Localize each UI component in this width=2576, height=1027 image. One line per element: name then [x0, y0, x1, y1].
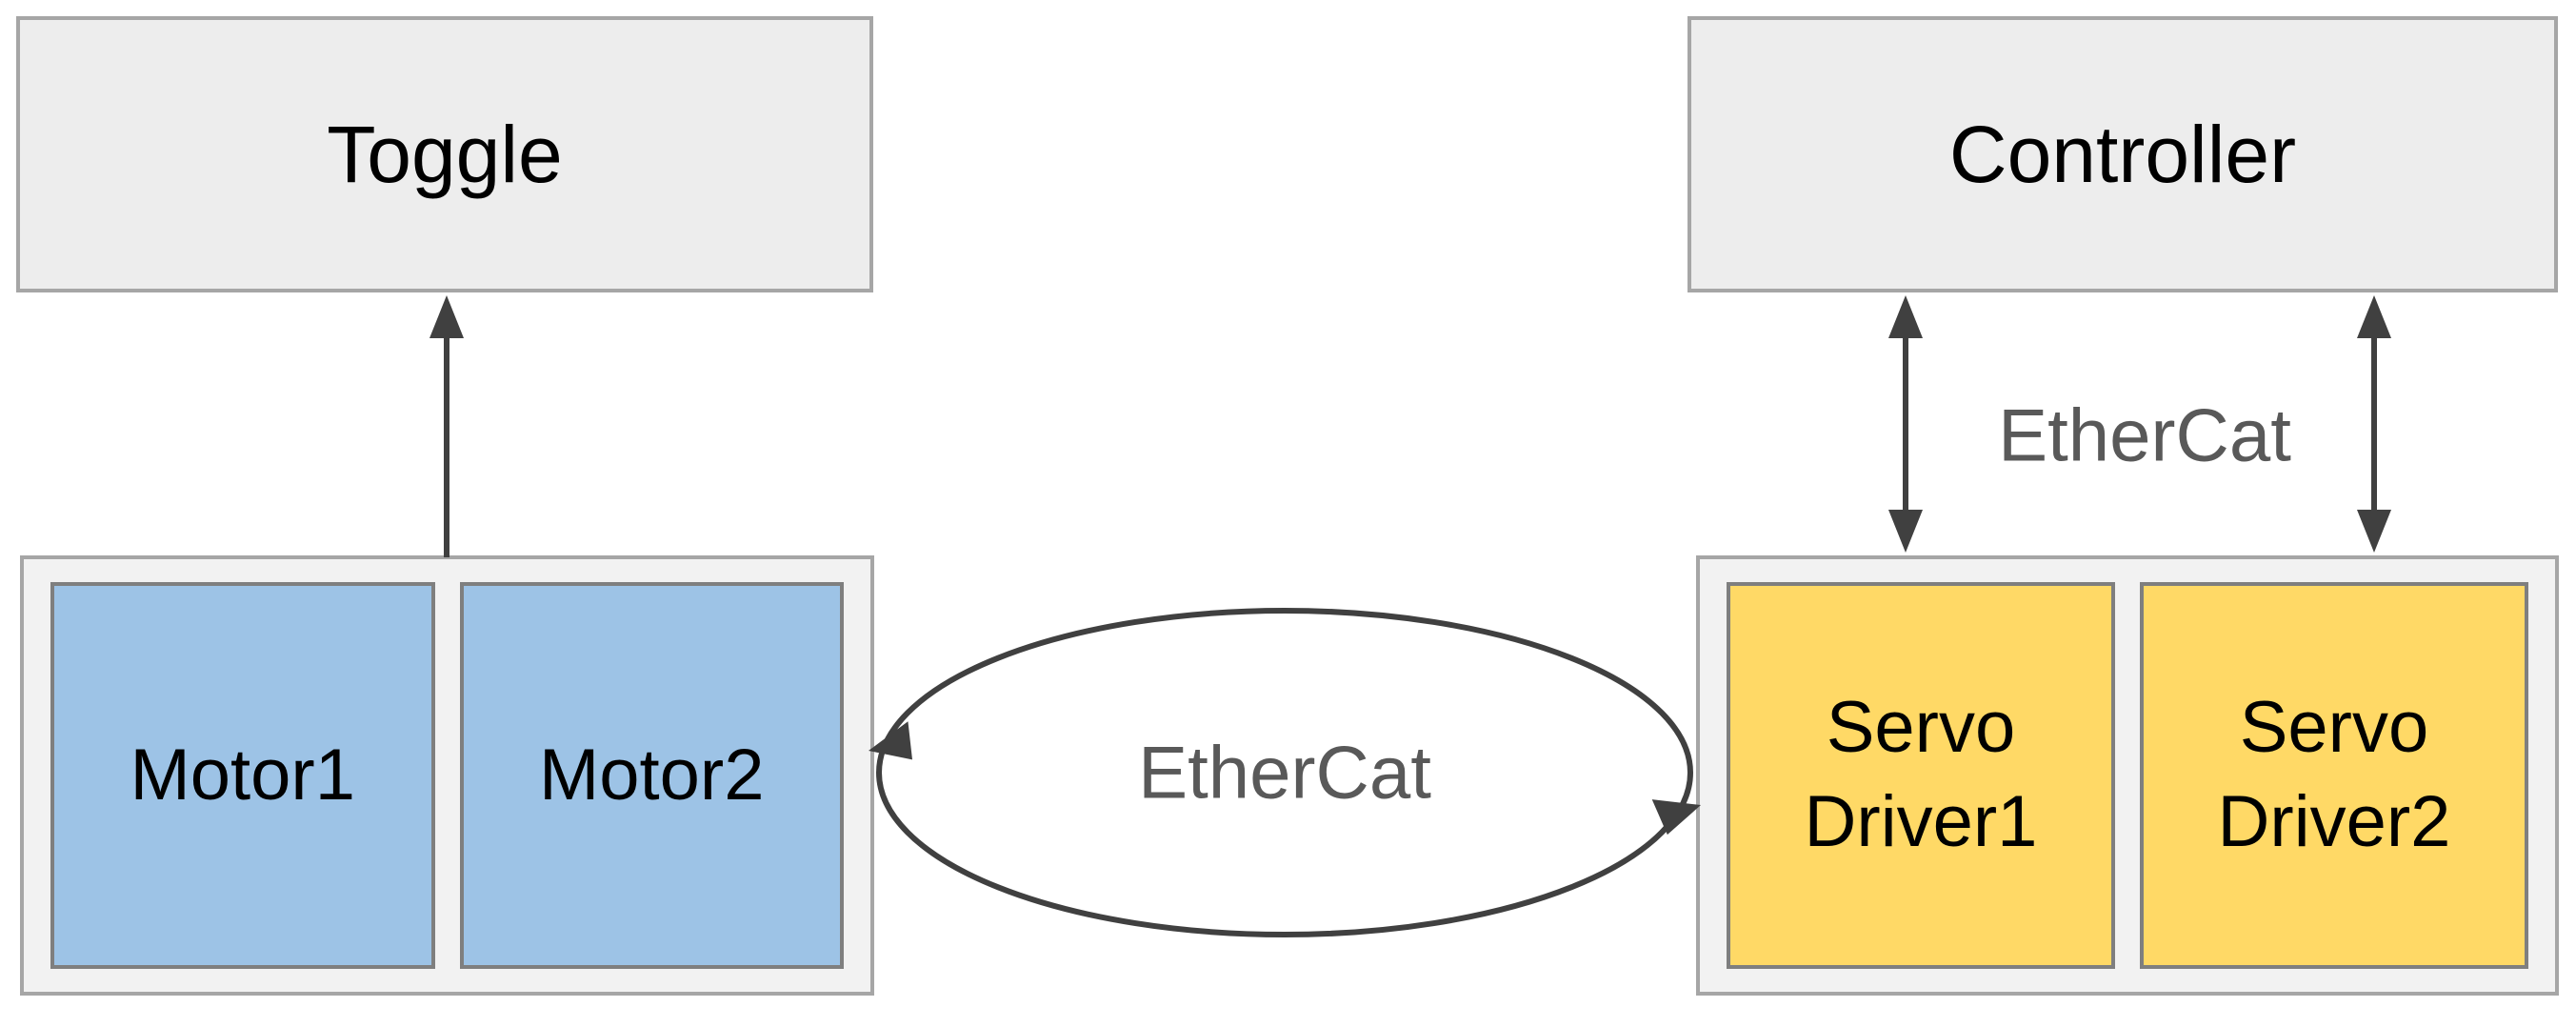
motor2-box: Motor2 [459, 582, 844, 969]
ethercat-link-label: EtherCat [1998, 393, 2291, 477]
motor2-label: Motor2 [538, 734, 765, 816]
servo-driver1-label: Servo Driver1 [1804, 687, 2038, 862]
motor-group: Motor1 Motor2 [20, 555, 874, 996]
servo-driver2-box: Servo Driver2 [2140, 582, 2528, 969]
controller-servo2-arrow [2357, 295, 2391, 553]
motor1-label: Motor1 [130, 734, 356, 816]
controller-label: Controller [1948, 109, 2297, 199]
toggle-label: Toggle [327, 109, 563, 199]
controller-box: Controller [1687, 16, 2558, 292]
servo-driver2-label: Servo Driver2 [2217, 687, 2451, 862]
motor-to-toggle-arrow [429, 295, 464, 557]
servo-driver1-box: Servo Driver1 [1727, 582, 2115, 969]
controller-servo1-arrow [1888, 295, 1923, 553]
servo-driver-group: Servo Driver1 Servo Driver2 [1696, 555, 2559, 996]
motor1-box: Motor1 [50, 582, 435, 969]
ethercat-bus-label: EtherCat [1138, 730, 1431, 815]
toggle-box: Toggle [16, 16, 873, 292]
